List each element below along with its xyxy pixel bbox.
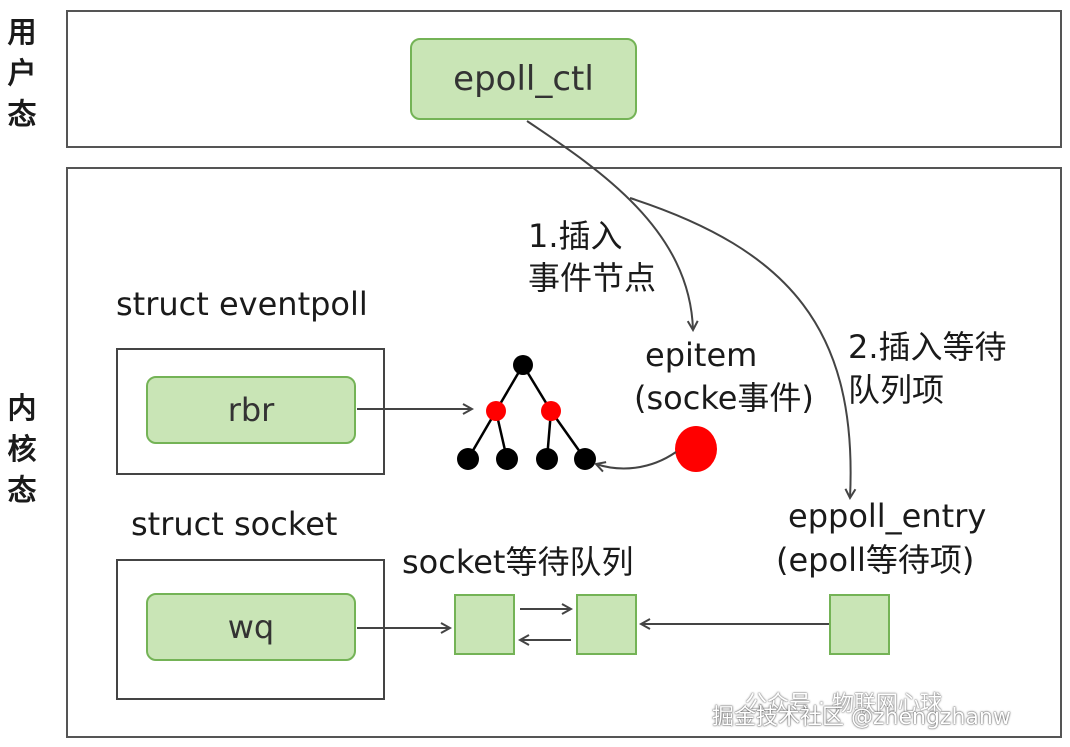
step2-label-line2: 队列项 bbox=[848, 371, 945, 409]
rb-tree-red-node-right bbox=[541, 401, 561, 421]
rb-tree-leaf-4 bbox=[574, 448, 596, 470]
kernel-space-label-text: 内核态 bbox=[7, 391, 37, 507]
socket-wait-queue-label: socket等待队列 bbox=[402, 543, 634, 581]
epitem-label-line2: (socke事件) bbox=[634, 379, 814, 417]
epoll-ctl-label: epoll_ctl bbox=[453, 59, 594, 99]
user-space-label-text: 用户态 bbox=[7, 15, 37, 131]
rb-tree-leaf-2 bbox=[496, 448, 518, 470]
kernel-space-label: 内核态 bbox=[4, 388, 40, 511]
epoll-ctl-box: epoll_ctl bbox=[410, 38, 637, 120]
wait-queue-node-1 bbox=[454, 594, 515, 655]
wq-box: wq bbox=[146, 593, 356, 661]
epitem-node bbox=[675, 426, 717, 472]
step1-label-line1: 1.插入 bbox=[528, 217, 623, 255]
watermark-line1: 公众号 · 物联网心球 bbox=[745, 692, 942, 717]
wait-queue-node-2 bbox=[576, 594, 637, 655]
rb-tree-red-node-left bbox=[486, 401, 506, 421]
eppoll-entry-node bbox=[829, 594, 890, 655]
epitem-label-line1: epitem bbox=[645, 336, 758, 374]
user-space-label: 用户态 bbox=[4, 12, 40, 135]
wq-label: wq bbox=[227, 608, 275, 646]
arrow-epitem-to-tree bbox=[596, 451, 677, 468]
rb-tree-root-node bbox=[513, 355, 533, 375]
rb-tree-edges bbox=[466, 364, 587, 460]
step2-label-line1: 2.插入等待 bbox=[848, 328, 1007, 366]
arrow-insert-event-node bbox=[526, 120, 693, 330]
rb-tree-leaf-3 bbox=[536, 448, 558, 470]
socket-title: struct socket bbox=[131, 505, 338, 543]
watermark-line2: 掘金技术社区 @zhengzhanw bbox=[712, 705, 1011, 730]
step1-label-line2: 事件节点 bbox=[528, 259, 657, 297]
eventpoll-title: struct eventpoll bbox=[116, 285, 368, 323]
rb-tree-leaf-1 bbox=[457, 448, 479, 470]
eppoll-entry-label-line2: (epoll等待项) bbox=[776, 541, 975, 579]
eppoll-entry-label-line1: eppoll_entry bbox=[788, 497, 987, 535]
arrow-insert-wait-entry bbox=[629, 197, 851, 498]
rbr-box: rbr bbox=[146, 376, 356, 444]
rbr-label: rbr bbox=[227, 391, 275, 429]
